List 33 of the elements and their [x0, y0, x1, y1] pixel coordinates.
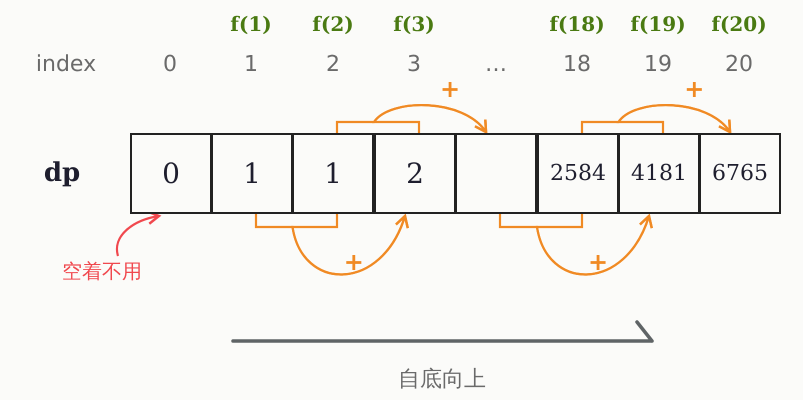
index-number: 2 [326, 52, 340, 77]
edge-label: + [684, 78, 704, 100]
note-text: 空着不用 [62, 258, 142, 285]
column-header: f(20) [711, 12, 767, 36]
row-label: index [36, 52, 96, 77]
row-label: dp [44, 158, 80, 188]
array-cell: 4181 [618, 133, 700, 214]
direction-caption: 自底向上 [398, 366, 486, 394]
array-cell: 2584 [537, 133, 619, 214]
arrow [291, 214, 408, 276]
edge-label: + [440, 78, 460, 100]
index-number: 19 [644, 52, 672, 77]
column-header: f(3) [393, 12, 435, 36]
index-number: 0 [163, 52, 177, 77]
index-number: 18 [563, 52, 591, 77]
index-number: 3 [407, 52, 421, 77]
array-cell: 1 [292, 133, 374, 214]
column-header: f(2) [312, 12, 354, 36]
array-cell: 0 [130, 133, 212, 214]
arrow [536, 214, 652, 276]
column-header: f(18) [549, 12, 605, 36]
array-cell: 1 [211, 133, 293, 214]
edge-label: + [344, 251, 364, 273]
index-number: 1 [244, 52, 258, 77]
array-cell: 2 [374, 133, 456, 214]
arrow [617, 104, 732, 134]
edge-label: + [588, 251, 608, 273]
array-cell: 6765 [699, 133, 781, 214]
column-header: f(1) [230, 12, 272, 36]
index-number: 20 [725, 52, 753, 77]
column-header: f(19) [630, 12, 686, 36]
index-number: … [485, 52, 507, 77]
arrow [372, 104, 488, 134]
